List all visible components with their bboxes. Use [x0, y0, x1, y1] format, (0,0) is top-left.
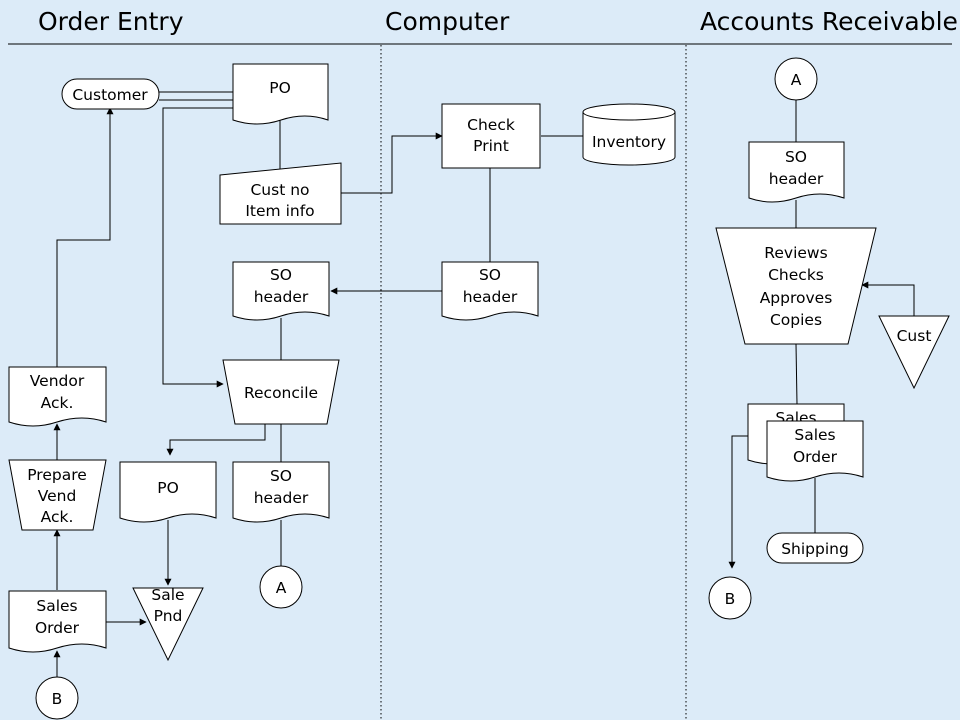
connector-b-oe-label: B: [52, 690, 63, 708]
connector-a-ar-label: A: [791, 71, 802, 89]
inventory-database: Inventory: [582, 103, 676, 166]
connector-a-oe: A: [259, 565, 303, 609]
connector-a-ar: A: [774, 57, 818, 101]
soheader-low-document: SO header: [232, 461, 330, 523]
prepare-label-1: Prepare: [27, 466, 87, 484]
connectors: [53, 91, 915, 679]
soheader-computer-document: SO header: [441, 261, 539, 321]
checkprint-label-2: Print: [473, 137, 509, 155]
salesorder-ar-label-2: Order: [793, 448, 838, 466]
header-accounts-receivable: Accounts Receivable: [700, 7, 958, 36]
shipping-label: Shipping: [781, 540, 849, 558]
cust-label: Cust: [897, 327, 932, 345]
arrow-cust-to-reviews: [861, 281, 915, 316]
po-top-label: PO: [269, 79, 291, 97]
vendorack-label-2: Ack.: [41, 394, 74, 412]
po-mid-label: PO: [157, 479, 179, 497]
salesorder-ar-document: Sales Order: [766, 420, 864, 482]
salesorder-oe-label-2: Order: [35, 619, 80, 637]
checkprint-process: Check Print: [441, 103, 541, 169]
arrow-custno-to-checkprint: [341, 132, 443, 194]
reviews-operation: Reviews Checks Approves Copies: [715, 227, 877, 345]
line-reviews-sales: [795, 343, 798, 405]
arrow-sales-to-b: [728, 435, 748, 569]
salepnd-storage: Sale Pnd: [132, 586, 204, 662]
prepare-operation: Prepare Vend Ack.: [8, 459, 107, 531]
vendorack-document: Vendor Ack.: [8, 366, 107, 427]
vendorack-label-1: Vendor: [30, 372, 85, 390]
soheader-oe-document: SO header: [232, 261, 330, 321]
checkprint-label-1: Check: [467, 116, 515, 134]
reviews-label-2: Checks: [768, 266, 824, 284]
soheader-computer-label-2: header: [463, 288, 518, 306]
swimlane-headers: Order Entry Computer Accounts Receivable: [8, 7, 958, 45]
soheader-ar-label-2: header: [769, 170, 824, 188]
shipping-terminal: Shipping: [766, 532, 864, 564]
po-document-top: PO: [232, 63, 329, 125]
po-document-mid: PO: [119, 461, 217, 523]
salesorder-ar-label-1: Sales: [794, 426, 835, 444]
soheader-ar-label-1: SO: [785, 148, 807, 166]
custno-manual-input: Cust no Item info: [219, 162, 342, 225]
arrow-vendorack-to-customer: [56, 107, 114, 367]
customer-label: Customer: [72, 86, 148, 104]
connector-a-oe-label: A: [276, 579, 287, 597]
header-computer: Computer: [385, 7, 510, 36]
prepare-label-2: Vend: [38, 487, 77, 505]
soheader-ar-document: SO header: [748, 141, 845, 203]
custno-label-1: Cust no: [250, 181, 309, 199]
custno-label-2: Item info: [245, 202, 314, 220]
reviews-label-1: Reviews: [764, 244, 827, 262]
reviews-label-4: Copies: [770, 311, 822, 329]
soheader-low-label-1: SO: [270, 467, 292, 485]
salepnd-label-2: Pnd: [154, 607, 183, 625]
cust-storage: Cust: [878, 315, 950, 390]
customer-terminal: Customer: [61, 78, 160, 110]
soheader-low-label-2: header: [254, 489, 309, 507]
salesorder-oe-document: Sales Order: [8, 590, 107, 653]
inventory-label: Inventory: [592, 133, 666, 151]
reconcile-operation: Reconcile: [222, 359, 340, 425]
connector-b-oe: B: [35, 676, 79, 720]
salesorder-oe-label-1: Sales: [36, 597, 77, 615]
arrow-po-to-reconcile: [162, 107, 233, 388]
header-order-entry: Order Entry: [38, 7, 184, 36]
connector-b-ar-label: B: [725, 590, 736, 608]
soheader-oe-label-1: SO: [270, 266, 292, 284]
soheader-computer-label-1: SO: [479, 266, 501, 284]
connector-b-ar: B: [708, 576, 752, 620]
reconcile-label: Reconcile: [244, 384, 318, 402]
soheader-oe-label-2: header: [254, 288, 309, 306]
arrow-reconcile-to-po: [166, 424, 266, 456]
prepare-label-3: Ack.: [41, 508, 74, 526]
reviews-label-3: Approves: [760, 289, 833, 307]
salepnd-label-1: Sale: [151, 586, 184, 604]
